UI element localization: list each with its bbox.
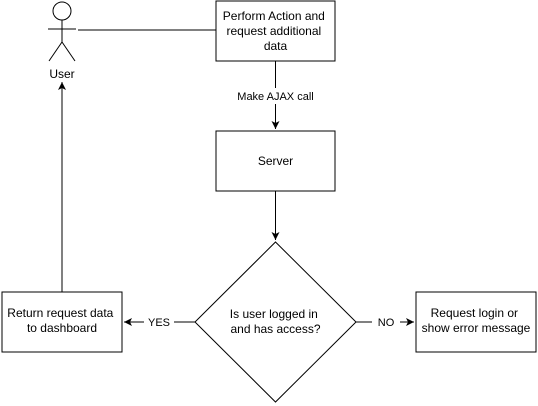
access-decision-line-2: and has access? <box>230 322 320 336</box>
access-decision-label: Is user logged in and has access? <box>230 307 321 336</box>
user-actor-icon <box>48 1 76 62</box>
perform-action-line-2: request additional <box>226 24 321 38</box>
return-data-line-2: to dashboard <box>27 321 97 335</box>
ajax-call-label: Make AJAX call <box>237 91 313 103</box>
perform-action-line-1: Perform Action and <box>223 9 325 23</box>
perform-action-line-3: data <box>264 39 288 53</box>
perform-action-label: Perform Action and request additional da… <box>223 9 328 53</box>
no-label-bg <box>372 314 400 330</box>
access-decision-line-1: Is user logged in <box>230 307 318 321</box>
server-node <box>215 130 336 192</box>
no-label: NO <box>378 317 395 329</box>
request-login-line-2: show error message <box>422 321 531 335</box>
yes-label-bg <box>144 314 174 330</box>
perform-action-node <box>215 0 336 62</box>
return-data-label: Return request data to dashboard <box>7 306 116 335</box>
request-login-line-1: Request login or <box>431 306 518 320</box>
ajax-call-label-bg <box>233 88 319 104</box>
request-login-node <box>415 291 537 353</box>
server-label: Server <box>258 154 293 168</box>
user-actor-label: User <box>49 67 74 81</box>
return-data-node <box>1 291 123 353</box>
request-login-label: Request login or show error message <box>422 306 531 335</box>
yes-label: YES <box>148 317 170 329</box>
access-decision-node <box>194 241 357 403</box>
return-data-line-1: Return request data <box>7 306 113 320</box>
